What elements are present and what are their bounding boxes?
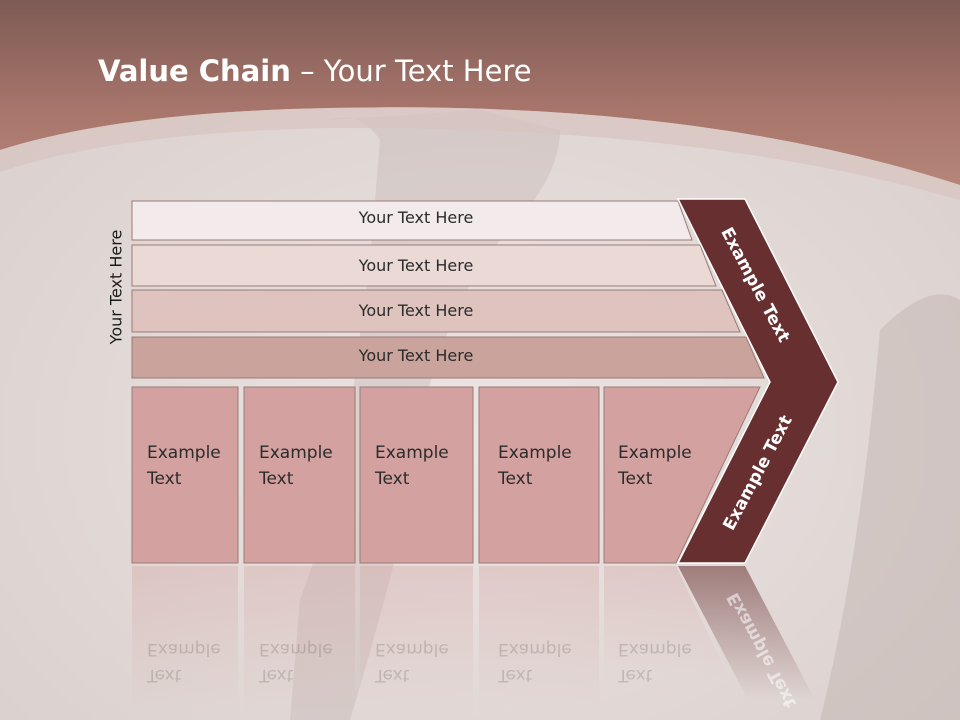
primary-activity-cells <box>131 386 761 564</box>
support-bar-4 <box>131 336 765 379</box>
activity-cell-2 <box>243 386 356 564</box>
reflection-text-2: Text Example <box>259 636 349 688</box>
cell-4-line1: Example <box>498 443 572 463</box>
side-label: Your Text Here <box>106 229 126 345</box>
support-bar-3 <box>131 289 741 333</box>
cell-1-line2: Text <box>147 469 182 489</box>
reflection-4-line2: Text <box>498 665 533 685</box>
support-bar-2 <box>131 244 717 287</box>
bar-label-3: Your Text Here <box>358 301 474 320</box>
reflection-text-3: Text Example <box>375 636 465 688</box>
cell-3-line1: Example <box>375 443 449 463</box>
cell-4-line2: Text <box>498 469 533 489</box>
support-activity-bars <box>131 200 765 379</box>
reflection-5-line2: Text <box>618 665 653 685</box>
cell-text-3: Example Text <box>375 440 465 492</box>
bar-label-4: Your Text Here <box>358 346 474 365</box>
activity-cell-1 <box>131 386 239 564</box>
reflection-3-line2: Text <box>375 665 410 685</box>
reflection-5-line1: Example <box>618 639 692 659</box>
reflection-text-4: Text Example <box>498 636 588 688</box>
bar-label-1: Your Text Here <box>358 208 474 227</box>
activity-cell-4 <box>478 386 600 564</box>
cell-text-1: Example Text <box>147 440 237 492</box>
reflection-1-line2: Text <box>147 665 182 685</box>
activity-cell-3 <box>359 386 474 564</box>
title-bold: Value Chain <box>98 54 291 88</box>
cell-3-line2: Text <box>375 469 410 489</box>
activity-cell-5 <box>603 386 761 564</box>
margin-chevron <box>676 198 839 564</box>
reflection-4-line1: Example <box>498 639 572 659</box>
reflection-1-line1: Example <box>147 639 221 659</box>
cell-5-line1: Example <box>618 443 692 463</box>
reflection-2-line1: Example <box>259 639 333 659</box>
cell-text-5: Example Text <box>618 440 708 492</box>
support-bar-1 <box>131 200 693 241</box>
reflection-text-5: Text Example <box>618 636 708 688</box>
page-title: Value Chain – Your Text Here <box>98 54 532 88</box>
reflection-text-1: Text Example <box>147 636 237 688</box>
reflection-2-line2: Text <box>259 665 294 685</box>
bar-label-2: Your Text Here <box>358 256 474 275</box>
cell-text-2: Example Text <box>259 440 349 492</box>
cell-1-line1: Example <box>147 443 221 463</box>
cell-text-4: Example Text <box>498 440 588 492</box>
cell-5-line2: Text <box>618 469 653 489</box>
reflection-3-line1: Example <box>375 639 449 659</box>
reflection <box>132 566 815 716</box>
title-rest: – Your Text Here <box>290 54 532 88</box>
cell-2-line2: Text <box>259 469 294 489</box>
cell-2-line1: Example <box>259 443 333 463</box>
